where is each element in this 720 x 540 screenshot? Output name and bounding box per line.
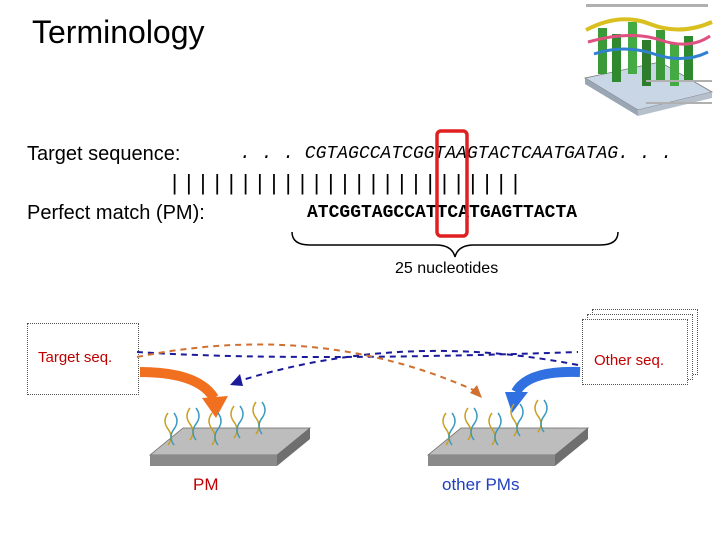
nucleotide-count-label: 25 nucleotides [395,260,499,277]
perfect-match-sequence: ATCGGTAGCCATTCATGAGTTACTA [307,203,578,223]
dna-helix-icon [164,401,266,446]
pm-chip [148,427,312,466]
mismatch-highlight [435,129,469,238]
other-pms-chip-label: other PMs [442,475,520,494]
other-seq-label: Other seq. [594,352,665,369]
dashed-arrow-blue [235,349,579,383]
target-seq-box [27,323,139,395]
target-sequence: . . . CGTAGCCATCGGTAAGTACTCAATGATAG. . . [240,144,673,164]
dashed-arrow-blue-head [230,374,243,386]
dashed-arrow-orange [136,343,479,393]
dashed-arrow-orange-head [470,385,482,398]
orange-arrow [139,367,219,401]
blue-arrow-head [505,392,528,413]
blue-arrow [511,366,581,395]
dna-helix-icon [442,399,548,446]
slide-title: Terminology [32,14,205,50]
pm-chip-label: PM [193,475,219,494]
target-sequence-label: Target sequence: [27,143,181,165]
dashed-line-blue [136,351,579,358]
orange-arrow-head [202,396,228,418]
curly-brace [291,231,619,258]
other-seq-box-front [582,319,688,385]
target-seq-label: Target seq. [38,349,113,366]
other-pms-chip [426,427,590,466]
perfect-match-label: Perfect match (PM): [27,202,205,224]
match-bars: ||||||||||||||||||||||||| [168,172,524,197]
microarray-chip-icon [583,4,714,116]
